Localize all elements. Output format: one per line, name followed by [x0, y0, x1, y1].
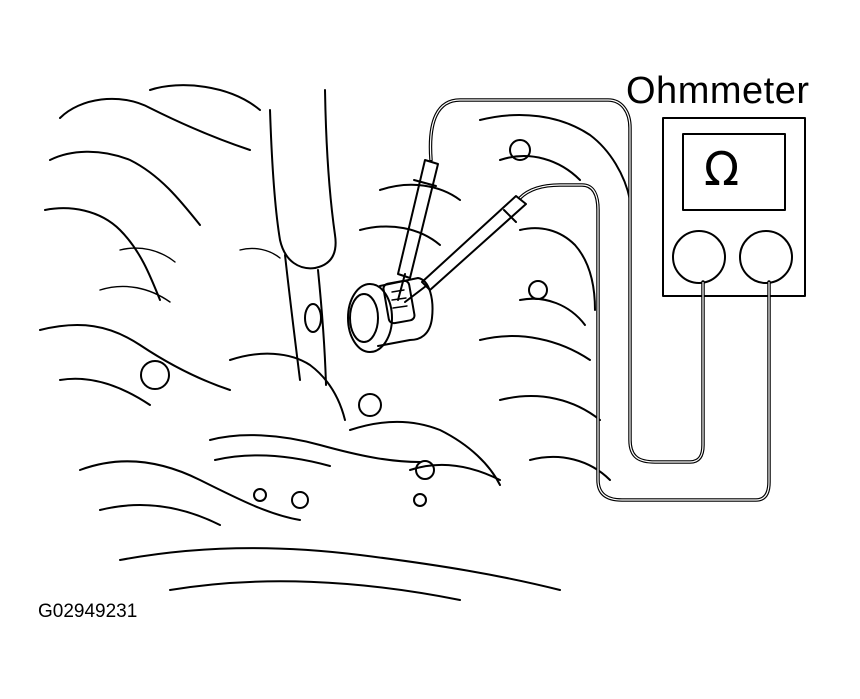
- coolant-hose: [269, 89, 337, 386]
- sensor-connector: [347, 277, 434, 353]
- test-leads: [428, 98, 771, 502]
- engine-block-linework: [39, 84, 631, 601]
- test-probes: [397, 159, 527, 303]
- ohmmeter-label: Ohmmeter: [626, 70, 810, 112]
- ohm-symbol: Ω: [704, 142, 740, 196]
- figure-id: G02949231: [38, 601, 138, 622]
- ohmmeter-icon: [662, 117, 806, 297]
